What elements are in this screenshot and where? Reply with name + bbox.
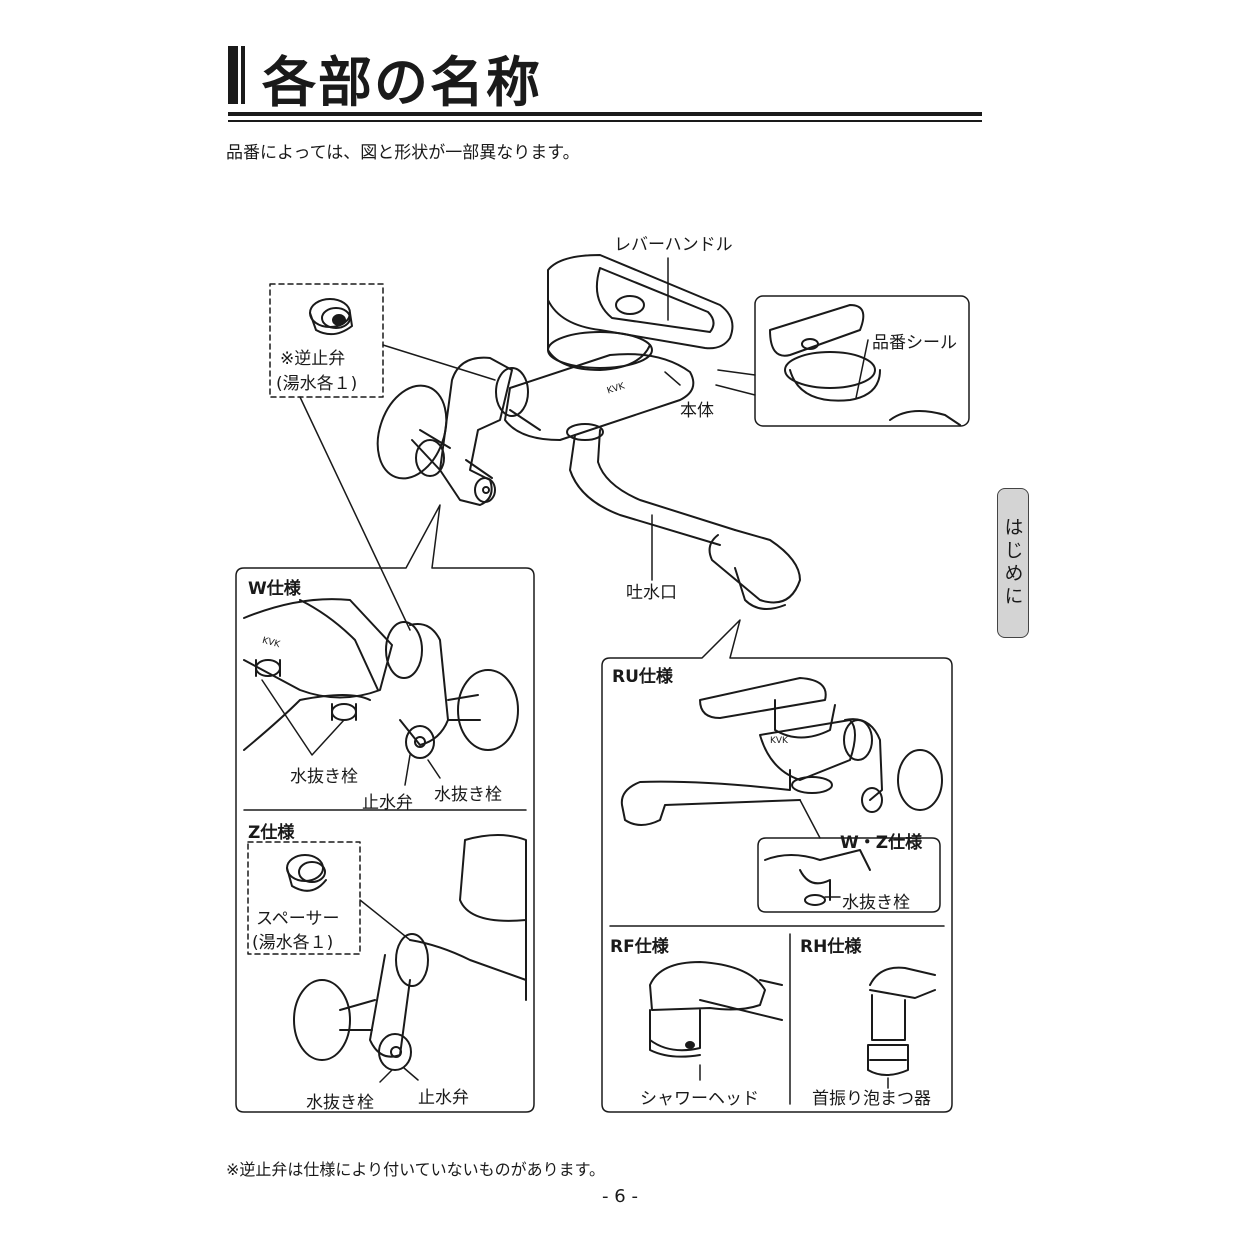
spacer-box [247, 841, 361, 955]
ru-spec-illustration [620, 677, 943, 826]
page-subtitle: 品番によっては、図と形状が一部異なります。 [226, 143, 580, 163]
label-spacer-1: スペーサー [256, 909, 340, 929]
label-check-valve-2: (湯水各１) [276, 374, 358, 394]
ru-spec-header: RU仕様 [612, 667, 673, 687]
label-w-drain-plug-right: 水抜き栓 [434, 785, 502, 805]
side-tab-label: はじめに [1001, 517, 1024, 609]
rh-spec-header: RH仕様 [800, 937, 862, 957]
side-tab-introduction: はじめに [997, 488, 1029, 638]
check-valve-icon [309, 298, 353, 336]
w-spec-illustration [243, 598, 519, 786]
title-bar-thin [241, 46, 245, 104]
label-lever-handle: レバーハンドル [614, 235, 733, 255]
ru-panel-frame [601, 619, 953, 1113]
label-shower-head: シャワーヘッド [640, 1089, 759, 1109]
label-check-valve-1: ※逆止弁 [280, 349, 346, 369]
label-body: 本体 [680, 401, 714, 421]
page-title: 各部の名称 [262, 51, 542, 114]
label-z-drain-plug: 水抜き栓 [306, 1093, 374, 1113]
label-ru-drain-plug: 水抜き栓 [842, 893, 910, 913]
brand-mark-ru: KVK [770, 736, 788, 746]
rf-spec-header: RF仕様 [610, 937, 669, 957]
label-w-stop-valve: 止水弁 [362, 793, 413, 813]
wz-drain-detail [764, 849, 871, 906]
label-z-stop-valve: 止水弁 [418, 1088, 469, 1108]
title-rule-thin [228, 120, 982, 122]
page-number: - 6 - [602, 1186, 638, 1207]
rf-spec-illustration [649, 961, 783, 1081]
faucet-main-illustration [376, 254, 801, 610]
z-spec-header: Z仕様 [248, 823, 295, 843]
label-spout: 吐水口 [626, 583, 677, 603]
footnote: ※逆止弁は仕様により付いていないものがあります。 [226, 1160, 606, 1179]
z-spec-illustration [293, 834, 527, 1083]
part-seal-detail [769, 304, 961, 426]
label-swivel-aerator: 首振り泡まつ器 [812, 1089, 931, 1109]
wz-panel-frame [235, 504, 535, 1113]
part-seal-box [754, 295, 970, 427]
spacer-icon [286, 854, 327, 892]
title-bar-thick [228, 46, 238, 104]
rh-spec-illustration [867, 966, 936, 1089]
label-spacer-2: (湯水各１) [252, 933, 334, 953]
wz-subbox-frame [757, 837, 941, 913]
w-spec-header: W仕様 [248, 579, 301, 599]
label-w-drain-plug-left: 水抜き栓 [290, 767, 358, 787]
wz-spec-header: W・Z仕様 [840, 833, 923, 853]
title-rule-thick [228, 112, 982, 116]
check-valve-box [269, 283, 384, 398]
label-part-seal: 品番シール [872, 333, 957, 353]
